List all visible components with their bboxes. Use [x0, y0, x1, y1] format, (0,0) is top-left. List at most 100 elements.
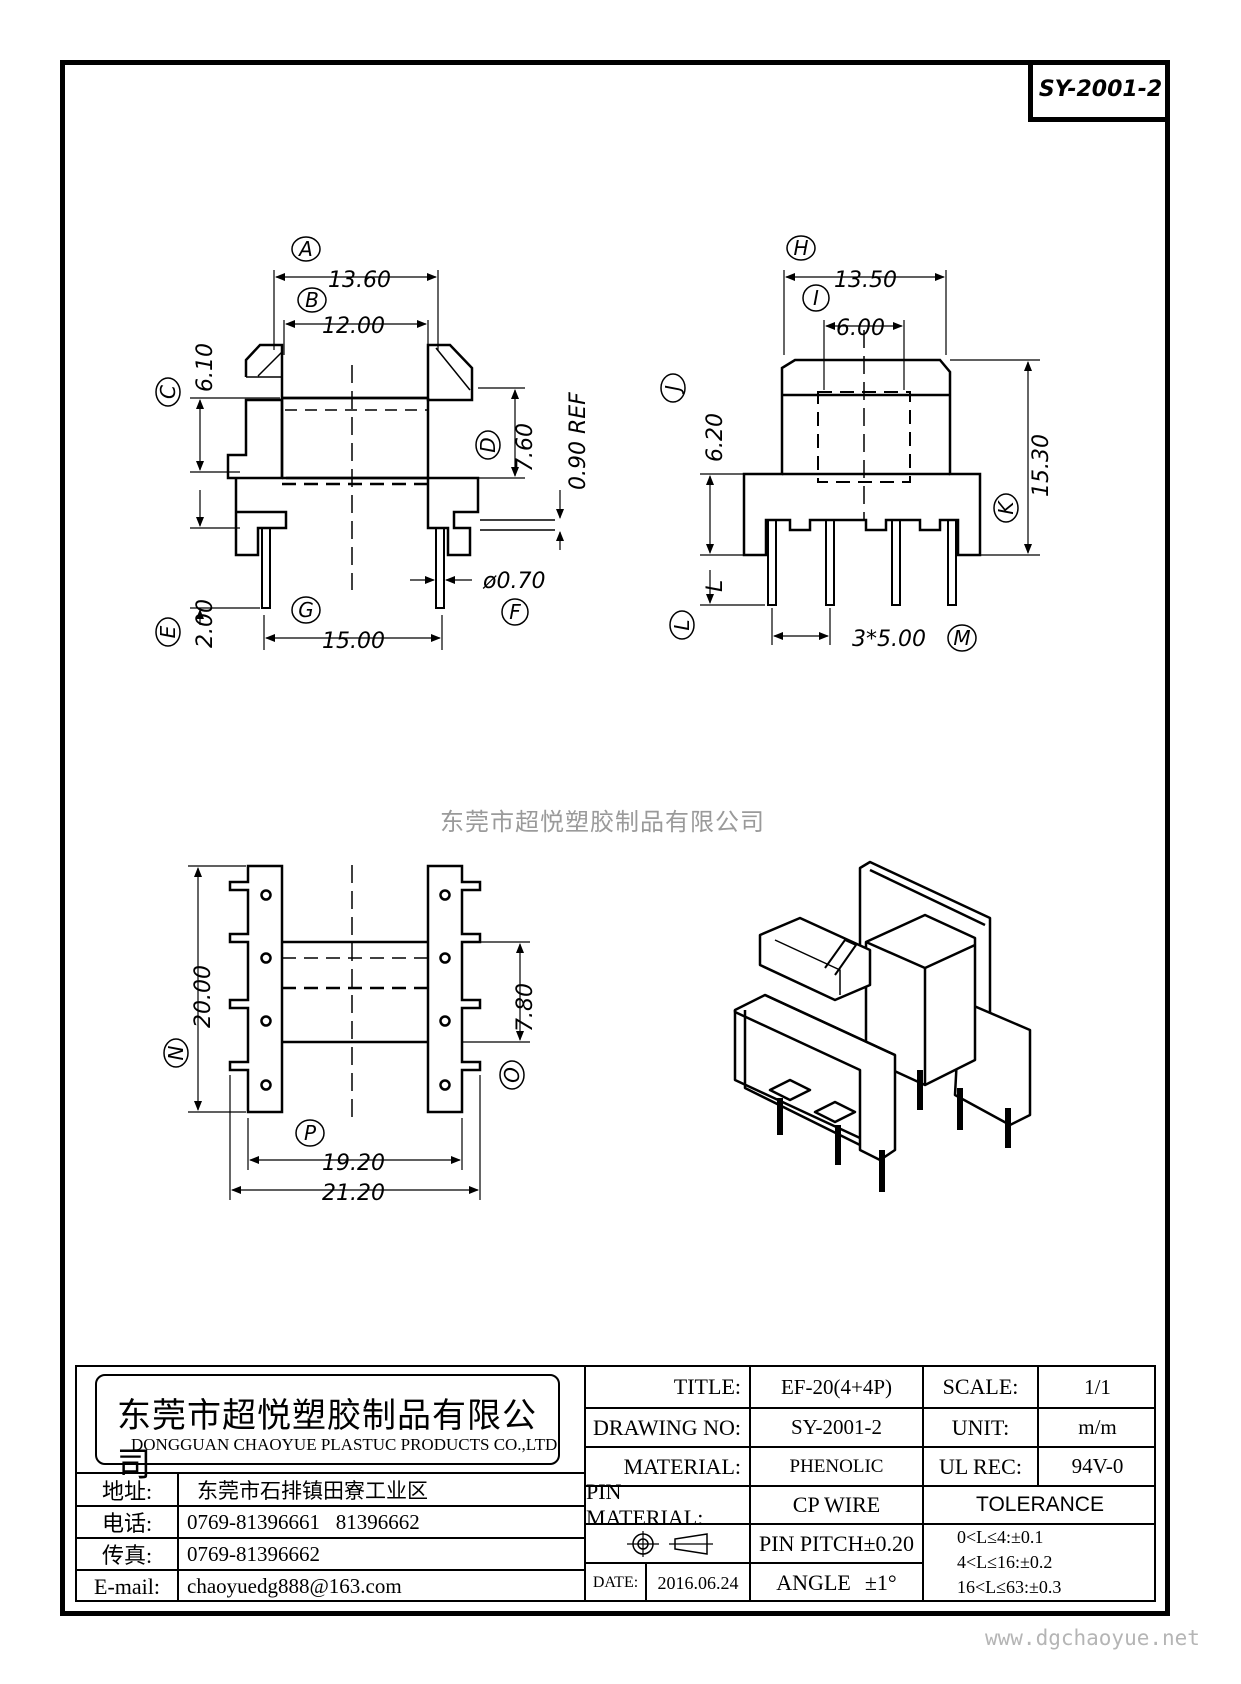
- pin-material-label: PIN MATERIAL:: [586, 1479, 704, 1530]
- dim-p1-text: 19.20: [322, 1151, 385, 1176]
- callout-b-label: B: [305, 288, 319, 312]
- callout-g-label: G: [298, 598, 314, 622]
- callout-f: [501, 598, 529, 626]
- callout-o-label: O: [500, 1067, 524, 1083]
- side-view: [742, 330, 982, 606]
- dim-b-text: 12.00: [322, 314, 385, 339]
- angle-label: ANGLE: [776, 1570, 851, 1595]
- dim-a-text: 13.60: [328, 268, 391, 293]
- bottom-view-dimensions: [188, 865, 530, 1200]
- dim-h-text: 13.50: [834, 268, 897, 293]
- callout-o: [499, 1060, 525, 1090]
- dim-ref-text: 0.90 REF: [566, 392, 591, 490]
- unit-label: UNIT:: [951, 1414, 1010, 1440]
- watermark: 东莞市超悦塑胶制品有限公司: [440, 809, 765, 836]
- address-label: 地址:: [101, 1478, 153, 1504]
- fax-value: 0769-81396662: [187, 1541, 320, 1566]
- callout-e: [155, 617, 181, 647]
- company-name-en: DONGGUAN CHAOYUE PLASTUC PRODUCTS CO.,LT…: [131, 1435, 558, 1454]
- first-angle-projection-icon: [626, 1530, 713, 1557]
- callout-d: [475, 430, 501, 460]
- callout-e-label: E: [156, 625, 180, 638]
- title-block: 东莞市超悦塑胶制品有限公司 DONGGUAN CHAOYUE PLASTUC P…: [75, 1365, 1156, 1602]
- callout-a-label: A: [297, 237, 313, 261]
- callout-h: [786, 235, 816, 261]
- callout-d-label: D: [476, 437, 500, 452]
- callout-n: [163, 1038, 189, 1068]
- front-view-dimensions: [190, 270, 564, 650]
- scale-label: SCALE:: [942, 1374, 1019, 1399]
- ul-value: 94V-0: [1071, 1454, 1124, 1478]
- dim-p2-text: 21.20: [322, 1181, 385, 1206]
- dim-f-text: ø0.70: [482, 569, 545, 594]
- callout-j: [660, 373, 686, 403]
- unit-value: m/m: [1078, 1415, 1117, 1439]
- tolerance-row: 0<L≤4:±0.1: [957, 1527, 1044, 1547]
- callout-c: [155, 377, 181, 407]
- dim-c-text: 6.10: [193, 343, 218, 392]
- dim-k-text: 15.30: [1029, 434, 1054, 497]
- dim-d-text: 7.60: [513, 423, 538, 472]
- front-view: [226, 343, 555, 609]
- dim-g-text: 15.00: [322, 629, 385, 654]
- bottom-view: [228, 864, 482, 1120]
- scale-value: 1/1: [1084, 1374, 1111, 1399]
- date-label: DATE:: [592, 1574, 639, 1591]
- drawing-frame: [60, 60, 1170, 1616]
- tolerance-row: 16<L≤63:±0.3: [957, 1577, 1062, 1597]
- callout-k-label: K: [994, 500, 1018, 515]
- callout-h-label: H: [793, 236, 808, 260]
- callout-i-label: I: [813, 286, 819, 310]
- dim-l-text: L: [703, 580, 728, 592]
- callout-m-label: M: [953, 626, 970, 650]
- drawing-no-value: SY-2001-2: [790, 1415, 882, 1439]
- phone-value: 0769-81396661 81396662: [187, 1509, 420, 1534]
- address-value: 东莞市石排镇田寮工业区: [197, 1478, 428, 1503]
- callout-a: [291, 236, 321, 262]
- title-value: EF-20(4+4P): [780, 1374, 892, 1399]
- company-name-cn: 东莞市超悦塑胶制品有限公司: [117, 1396, 537, 1485]
- material-label: MATERIAL:: [623, 1453, 741, 1479]
- dim-e-text: 2.00: [193, 599, 218, 648]
- phone-label: 电话:: [101, 1511, 153, 1536]
- date-value: 2016.06.24: [657, 1572, 739, 1593]
- callout-k: [993, 493, 1019, 523]
- website-watermark: www.dgchaoyue.net: [985, 1626, 1200, 1650]
- pin-pitch: PIN PITCH±0.20: [758, 1530, 915, 1556]
- company-box: 东莞市超悦塑胶制品有限公司 DONGGUAN CHAOYUE PLASTUC P…: [95, 1374, 560, 1485]
- dim-o-text: 7.80: [513, 983, 538, 1032]
- callout-c-label: C: [156, 385, 180, 399]
- ul-label: UL REC:: [939, 1453, 1022, 1479]
- pin-material-value: CP WIRE: [792, 1492, 881, 1517]
- angle-tolerance: ANGLE ±1°: [751, 1564, 922, 1602]
- callout-l: [669, 610, 695, 640]
- dim-i-text: 6.00: [836, 316, 885, 341]
- tolerance-list: 0<L≤4:±0.1 4<L≤16:±0.2 16<L≤63:±0.3: [957, 1525, 1152, 1602]
- callout-p-label: P: [304, 1121, 317, 1145]
- callout-l-label: L: [670, 619, 694, 630]
- email-value: chaoyuedg888@163.com: [187, 1574, 402, 1598]
- title-label: TITLE:: [673, 1374, 741, 1399]
- isometric-view: [733, 860, 1032, 1192]
- callout-m: [947, 624, 977, 652]
- callout-b: [297, 287, 327, 313]
- drawing-number-tag: SY-2001-2: [1028, 62, 1168, 122]
- dim-j-text: 6.20: [703, 413, 728, 462]
- email-label: E-mail:: [94, 1573, 160, 1599]
- callout-p: [295, 1119, 325, 1147]
- projection-symbol: [586, 1525, 749, 1562]
- material-value: PHENOLIC: [789, 1455, 884, 1477]
- side-view-dimensions: [700, 270, 1040, 645]
- dim-m-text: 3*5.00: [852, 627, 926, 652]
- dim-n-text: 20.00: [191, 965, 216, 1028]
- callout-j-label: J: [661, 385, 685, 395]
- drawing-no-label: DRAWING NO:: [593, 1414, 741, 1440]
- callout-n-label: N: [164, 1045, 188, 1060]
- callout-f-label: F: [509, 600, 521, 624]
- tolerance-label: TOLERANCE: [976, 1493, 1104, 1516]
- angle-value: ±1°: [864, 1570, 897, 1595]
- tolerance-row: 4<L≤16:±0.2: [957, 1552, 1053, 1572]
- drawing-number: SY-2001-2: [1038, 77, 1163, 102]
- callout-i: [802, 284, 830, 312]
